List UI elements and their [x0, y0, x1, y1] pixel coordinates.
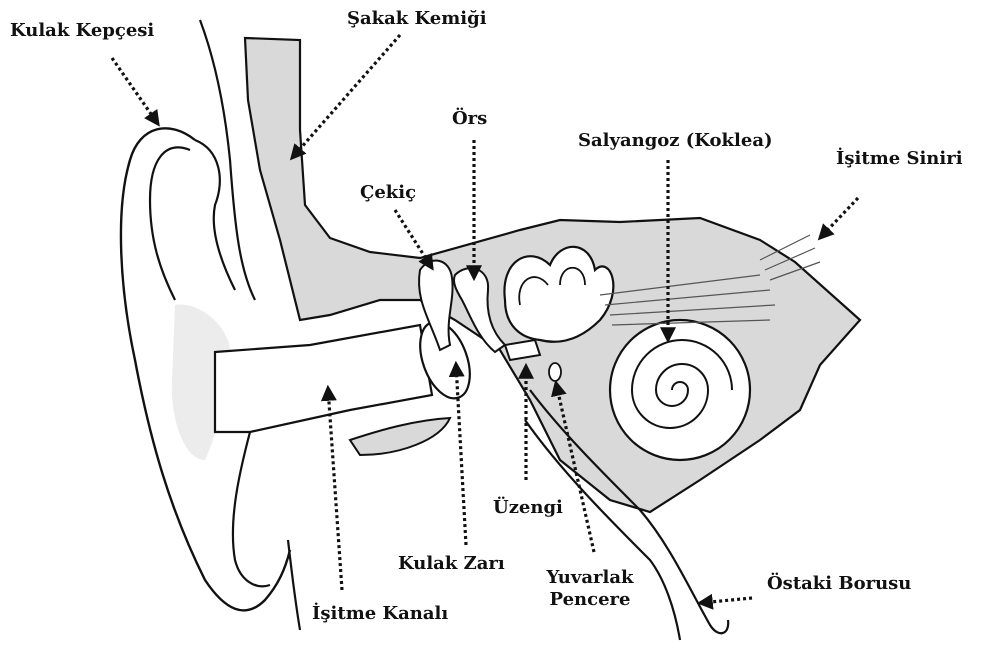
arrow-sakak-kemigi — [292, 35, 400, 158]
round-window — [549, 363, 561, 381]
label-isitme-siniri: İşitme Siniri — [836, 148, 963, 170]
ear-canal — [215, 325, 432, 432]
arrow-isitme-kanali — [328, 388, 342, 590]
bone-island — [350, 418, 450, 455]
label-yuvarlak-pencere: Yuvarlak Pencere — [540, 567, 640, 611]
label-yuvarlak: Yuvarlak — [540, 567, 640, 589]
label-pencere: Pencere — [540, 589, 640, 611]
label-isitme-kanali: İşitme Kanalı — [312, 603, 448, 625]
pinna-inner-outline — [150, 147, 190, 300]
canal-lower-wall — [233, 432, 270, 586]
label-salyangoz: Salyangoz (Koklea) — [578, 130, 773, 152]
neck-outline — [288, 540, 300, 630]
label-ostaki-borusu: Östaki Borusu — [767, 573, 911, 595]
label-cekic: Çekiç — [360, 182, 416, 204]
label-kulak-kepcesi: Kulak Kepçesi — [10, 20, 154, 42]
arrow-ostaki-borusu — [700, 598, 752, 603]
label-kulak-zari: Kulak Zarı — [398, 553, 505, 575]
label-uzengi: Üzengi — [493, 497, 563, 519]
arrow-isitme-siniri — [820, 198, 858, 238]
pinna-helix — [195, 140, 235, 290]
label-sakak-kemigi: Şakak Kemiği — [347, 8, 487, 30]
label-ors: Örs — [452, 108, 487, 130]
arrow-kulak-kepcesi — [112, 58, 158, 124]
